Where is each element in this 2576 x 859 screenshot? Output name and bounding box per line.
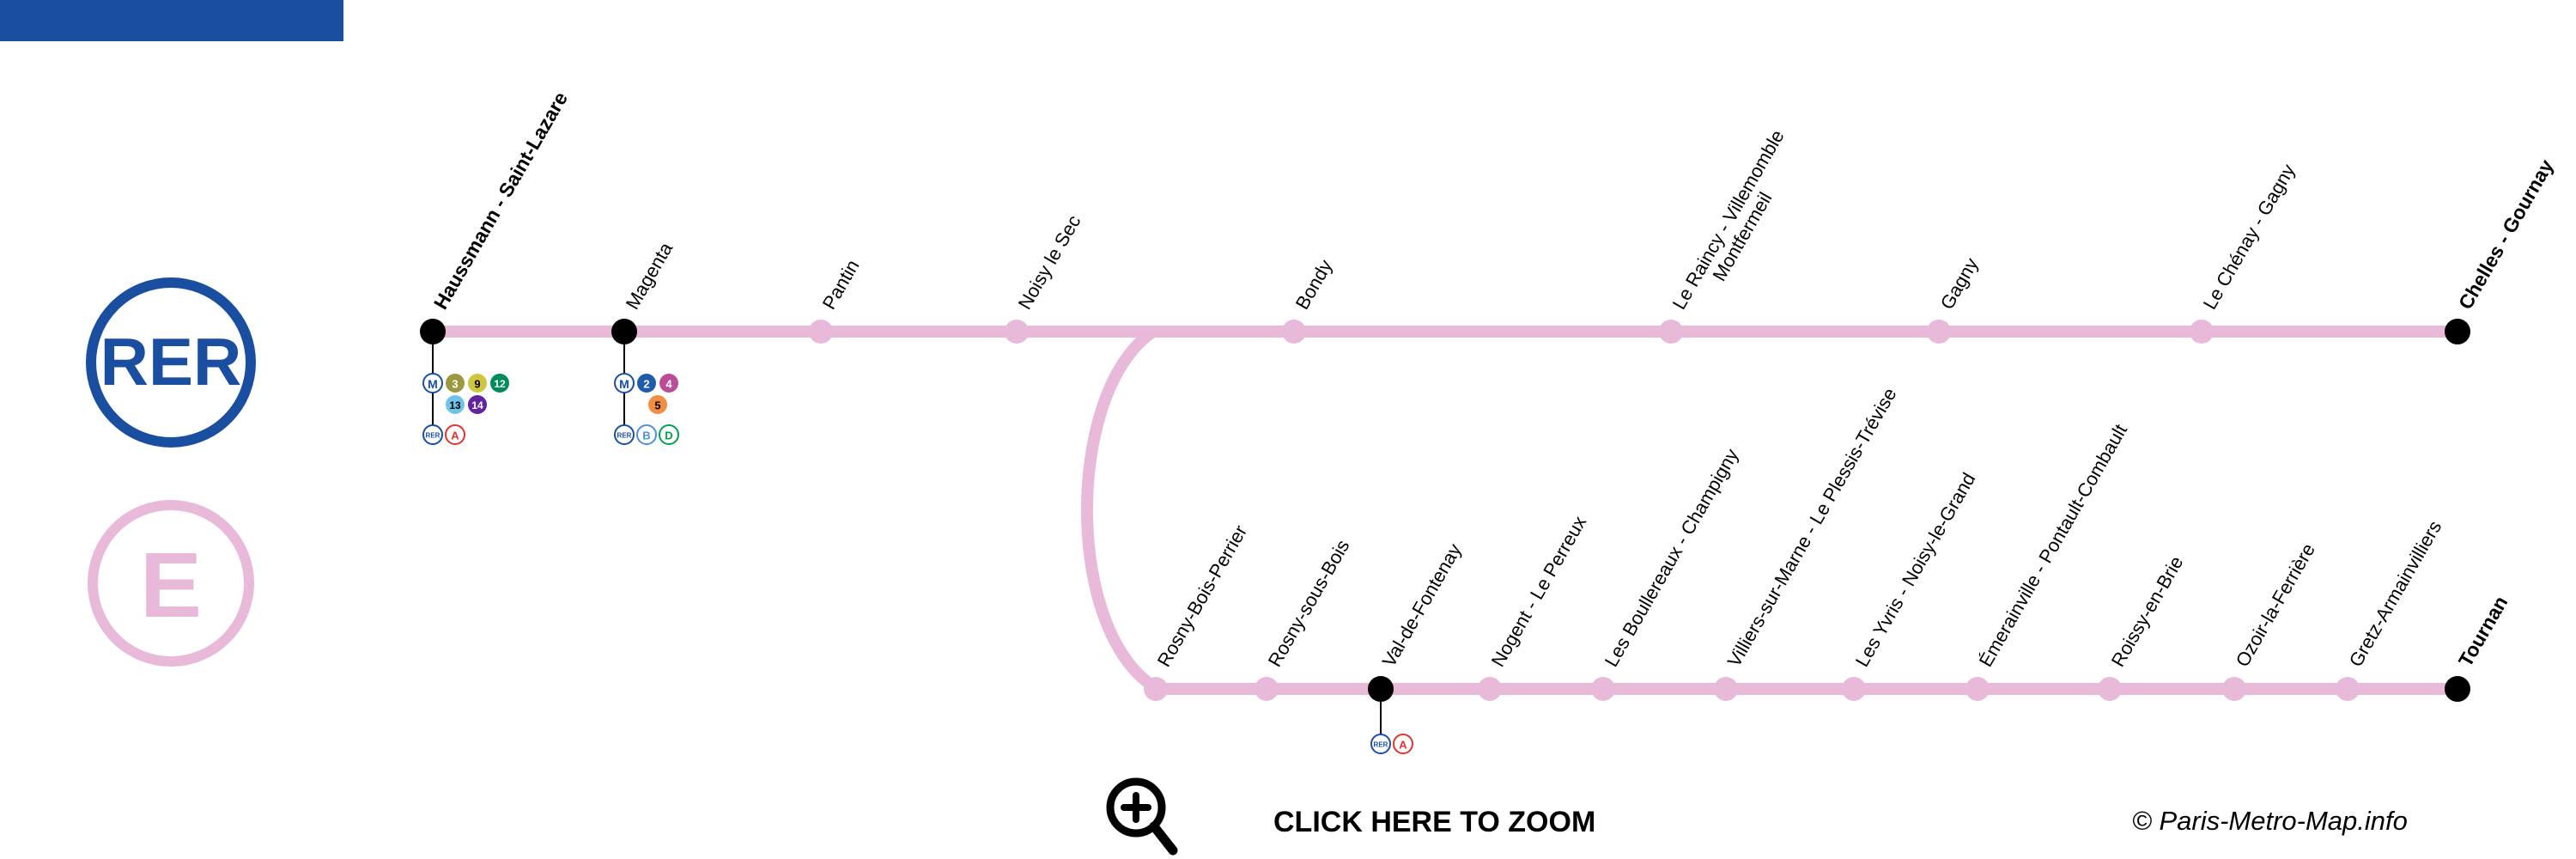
station-label[interactable]: Bondy: [1291, 256, 1337, 314]
station-dot[interactable]: [1144, 677, 1168, 701]
station-dot[interactable]: [611, 319, 637, 344]
station-label[interactable]: Noisy le Sec: [1014, 211, 1085, 313]
tournan-branch-curve: [1081, 327, 1163, 695]
station-dot[interactable]: [1927, 320, 1951, 344]
station-dot[interactable]: [809, 320, 833, 344]
station-dot[interactable]: [1714, 677, 1738, 701]
station-label[interactable]: Val-de-Fontenay: [1378, 540, 1466, 671]
header-bar: [0, 0, 343, 41]
rer-a-badge: [1393, 734, 1413, 754]
metro-line-14-badge: [468, 395, 487, 414]
metro-line-3-number: 3: [452, 378, 458, 391]
station-dot[interactable]: [1478, 677, 1502, 701]
zoom-in-icon[interactable]: [1106, 777, 1178, 856]
rer-logo: RER: [86, 277, 256, 448]
station-label[interactable]: Gretz-Armainvilliers: [2345, 517, 2446, 671]
station-dot[interactable]: [1591, 677, 1615, 701]
metro-line-5-number: 5: [654, 399, 660, 412]
station-label[interactable]: Roissy-en-Brie: [2107, 552, 2188, 670]
station-label[interactable]: Haussmann - Saint-Lazare: [429, 88, 572, 313]
station-label[interactable]: Le Raincy - Villemomble Montfermeil: [1668, 122, 1809, 324]
rer-logo-text: RER: [100, 324, 242, 399]
main-branch-stations: [420, 319, 2470, 344]
rer-d-badge: [659, 424, 679, 445]
rer-icon-letters: RER: [1374, 741, 1388, 749]
rer-b-letter: B: [642, 430, 650, 442]
connections-magenta: M 2 4 5 RER B D: [614, 373, 679, 445]
station-dot[interactable]: [1255, 677, 1279, 701]
rer-icon-letters: RER: [426, 432, 440, 440]
metro-line-13-number: 13: [449, 399, 461, 411]
metro-line-5-badge: [648, 395, 667, 414]
station-label[interactable]: Nogent - Le Perreux: [1487, 512, 1591, 670]
station-label[interactable]: Rosny-sous-Bois: [1264, 536, 1354, 671]
main-branch-labels: Haussmann - Saint-Lazare Magenta Pantin …: [429, 88, 2558, 324]
metro-line-9-badge: [468, 374, 487, 393]
station-label[interactable]: Les Yvris - Noisy-le-Grand: [1851, 469, 1980, 671]
station-dot[interactable]: [2445, 676, 2470, 702]
station-label[interactable]: Ozoir-la-Ferrière: [2232, 539, 2319, 670]
rer-icon: [422, 424, 443, 445]
metro-line-13-badge: [446, 395, 465, 414]
station-dot[interactable]: [1005, 320, 1029, 344]
metro-line-2-badge: [637, 374, 656, 393]
rer-icon: [614, 424, 635, 445]
copyright-text: © Paris-Metro-Map.info: [2132, 806, 2408, 836]
station-label[interactable]: Tournan: [2454, 592, 2512, 670]
station-label[interactable]: Pantin: [818, 256, 864, 314]
metro-line-2-number: 2: [643, 378, 649, 391]
rer-d-letter: D: [665, 430, 672, 442]
rer-b-badge: [636, 424, 657, 445]
station-dot[interactable]: [1842, 677, 1866, 701]
rer-icon-letters: RER: [617, 432, 632, 440]
station-label[interactable]: Gagny: [1936, 254, 1983, 314]
zoom-label[interactable]: CLICK HERE TO ZOOM: [1273, 806, 1595, 838]
station-label[interactable]: Les Boullereaux - Champigny: [1601, 445, 1743, 670]
station-dot[interactable]: [1368, 676, 1394, 702]
station-dot[interactable]: [1659, 320, 1683, 344]
station-label[interactable]: Chelles - Gournay: [2454, 155, 2558, 314]
metro-line-9-number: 9: [474, 378, 480, 391]
station-label[interactable]: Émerainville - Pontault-Combault: [1975, 421, 2131, 671]
station-label[interactable]: Le Chénay - Gagny: [2199, 161, 2300, 314]
rer-a-letter: A: [451, 430, 459, 442]
station-dot[interactable]: [2222, 677, 2246, 701]
rer-a-letter: A: [1399, 739, 1407, 752]
station-label-line: Le Raincy - Villemomble: [1668, 126, 1789, 314]
connections-haussmann: M 3 9 12 13 14 RER A: [422, 373, 509, 445]
metro-line-4-badge: [659, 374, 678, 393]
line-e-logo: E: [88, 500, 254, 667]
tournan-branch-labels: Rosny-Bois-Perrier Rosny-sous-Bois Val-d…: [1153, 384, 2512, 670]
station-label[interactable]: Magenta: [622, 238, 677, 313]
station-dot[interactable]: [2336, 677, 2360, 701]
metro-line-12-number: 12: [494, 378, 506, 390]
rer-icon: [1370, 734, 1391, 754]
metro-line-3-badge: [446, 374, 465, 393]
station-dot[interactable]: [2190, 320, 2214, 344]
station-label[interactable]: Rosny-Bois-Perrier: [1153, 521, 1252, 670]
rer-a-badge: [445, 424, 465, 445]
station-dot[interactable]: [2445, 319, 2470, 344]
station-dot[interactable]: [420, 319, 446, 344]
zoom-button[interactable]: CLICK HERE TO ZOOM: [1106, 777, 1595, 856]
tournan-branch-stations: [1144, 676, 2470, 702]
metro-icon-letter: M: [428, 377, 438, 391]
metro-icon: [614, 373, 635, 393]
metro-line-4-number: 4: [665, 378, 672, 391]
connections-val-de-fontenay: RER A: [1370, 734, 1413, 754]
station-dot[interactable]: [2098, 677, 2122, 701]
station-dot[interactable]: [1282, 320, 1306, 344]
station-dot[interactable]: [1965, 677, 1990, 701]
metro-line-12-badge: [490, 374, 509, 393]
metro-line-14-number: 14: [471, 399, 483, 411]
metro-icon: [422, 373, 443, 393]
line-e-logo-text: E: [140, 533, 202, 637]
metro-icon-letter: M: [619, 377, 629, 391]
line-e-track: [427, 326, 2464, 695]
